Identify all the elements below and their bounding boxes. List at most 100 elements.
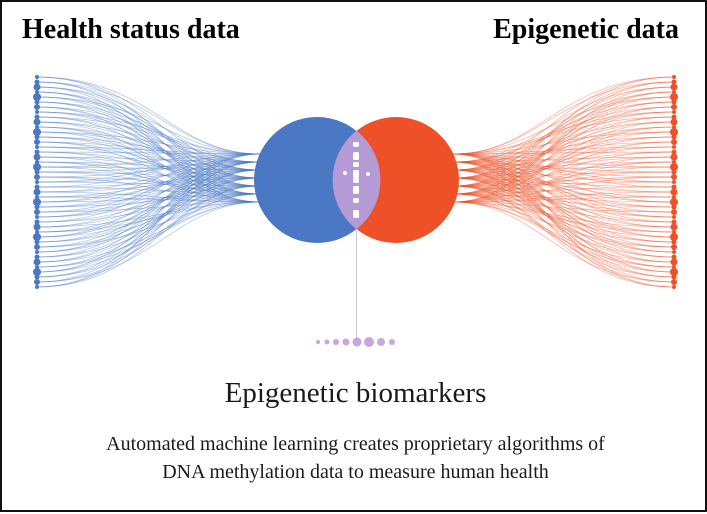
health-link: [36, 193, 261, 258]
health-link: [36, 161, 261, 263]
epigenetic-link: [452, 153, 675, 223]
epigenetic-link: [452, 161, 675, 213]
epigenetic-node: [671, 104, 677, 110]
epigenetic-node: [672, 125, 676, 129]
health-link: [36, 161, 261, 228]
epigenetic-link: [452, 169, 675, 218]
epigenetic-link: [452, 81, 675, 155]
health-link: [36, 91, 261, 203]
health-link: [36, 201, 261, 268]
epigenetic-link: [452, 201, 675, 248]
health-node: [33, 83, 41, 91]
epigenetic-link: [452, 185, 675, 213]
epigenetic-node: [671, 204, 677, 210]
biomarker-dot: [377, 338, 385, 346]
epigenetic-link: [452, 86, 675, 179]
health-link: [36, 185, 261, 248]
health-link: [36, 151, 261, 179]
epigenetic-link: [452, 141, 675, 187]
epigenetic-link: [452, 169, 675, 238]
health-link: [36, 153, 261, 168]
overlap-marker: [366, 172, 370, 176]
epigenetic-link: [452, 153, 675, 288]
health-status-title: Health status data: [22, 14, 240, 45]
epigenetic-link: [452, 156, 675, 203]
health-link: [36, 91, 261, 187]
health-link: [36, 86, 261, 203]
epigenetic-link: [452, 186, 675, 195]
health-node: [35, 195, 39, 199]
health-data-nodes: [33, 75, 41, 289]
health-node: [34, 104, 40, 110]
epigenetic-link: [452, 151, 675, 179]
health-node: [35, 250, 39, 254]
health-link: [36, 101, 261, 163]
health-link: [36, 191, 261, 203]
health-link: [36, 121, 261, 179]
health-link: [36, 193, 261, 273]
health-link: [36, 177, 261, 278]
health-link: [36, 166, 261, 195]
health-link: [36, 161, 261, 173]
epigenetic-link: [452, 101, 675, 179]
health-link: [36, 193, 261, 243]
epigenetic-link: [452, 81, 675, 195]
biomarkers-heading: Epigenetic biomarkers: [224, 377, 487, 409]
health-link: [36, 196, 261, 203]
epigenetic-link: [452, 181, 675, 187]
epigenetic-link: [452, 131, 675, 195]
health-link: [36, 91, 261, 171]
health-link: [36, 193, 261, 223]
health-link: [36, 201, 261, 233]
epigenetic-node: [671, 139, 677, 145]
epigenetic-link: [452, 161, 675, 263]
epigenetic-link: [452, 161, 675, 248]
epigenetic-node: [670, 258, 678, 266]
epigenetic-link: [452, 141, 675, 163]
health-link: [36, 169, 261, 198]
epigenetic-node: [672, 145, 676, 149]
health-link: [36, 153, 261, 188]
health-link: [36, 185, 261, 268]
epigenetic-node: [670, 163, 678, 171]
epigenetic-link: [452, 161, 675, 173]
epigenetic-link: [452, 185, 675, 288]
health-link: [36, 111, 261, 187]
health-link: [36, 141, 261, 187]
health-link: [36, 86, 261, 179]
epigenetic-node: [671, 239, 677, 245]
health-node: [35, 180, 39, 184]
biomarker-dot: [333, 339, 339, 345]
epigenetic-link: [452, 121, 675, 163]
epigenetic-node: [670, 188, 678, 196]
health-node: [34, 114, 40, 120]
health-node: [33, 188, 41, 196]
health-link: [36, 169, 261, 233]
epigenetic-link: [452, 91, 675, 203]
health-link: [36, 201, 261, 263]
biomarker-dot: [342, 338, 350, 346]
epigenetic-link: [452, 96, 675, 155]
health-link: [36, 169, 261, 288]
epigenetic-link: [452, 156, 675, 163]
health-link: [36, 146, 261, 155]
health-link: [36, 96, 261, 155]
epigenetic-link: [452, 126, 675, 203]
health-link: [36, 166, 261, 171]
health-link: [36, 153, 261, 183]
health-link: [36, 169, 261, 203]
epigenetic-link: [452, 176, 675, 187]
epigenetic-node: [671, 174, 677, 180]
health-link: [36, 177, 261, 243]
epigenetic-link: [452, 201, 675, 228]
epigenetic-link: [452, 146, 675, 171]
epigenetic-link: [452, 146, 675, 187]
health-link: [36, 151, 261, 155]
biomarker-dot: [364, 337, 374, 347]
health-link: [36, 126, 261, 203]
epigenetic-link: [452, 169, 675, 233]
epigenetic-node: [671, 219, 677, 225]
epigenetic-link: [452, 161, 675, 171]
health-node: [33, 128, 41, 136]
